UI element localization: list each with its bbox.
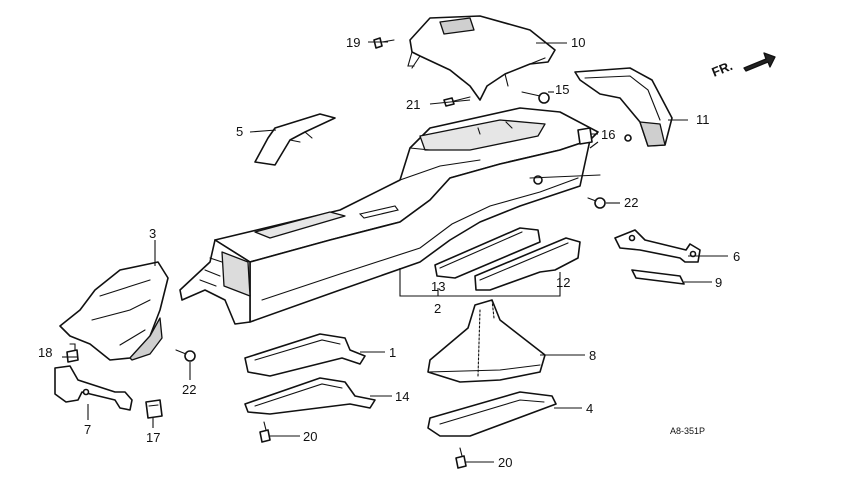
callout-21: 21 (406, 97, 420, 112)
callout-15: 15 (555, 82, 569, 97)
callout-17: 17 (146, 430, 160, 445)
callout-9: 9 (715, 275, 722, 290)
plate-9 (631, 269, 685, 285)
callout-3: 3 (149, 226, 156, 241)
armrest-lid (59, 261, 169, 361)
callout-16: 16 (601, 127, 615, 142)
bracket-7 (54, 365, 133, 411)
shift-boot (427, 299, 546, 383)
screw-22-left (175, 349, 196, 362)
grommet-15 (521, 91, 550, 104)
nut-18 (66, 343, 79, 363)
bracket-1 (244, 333, 366, 377)
callout-22-left: 22 (182, 382, 196, 397)
side-panel (574, 67, 673, 147)
callout-12: 12 (556, 275, 570, 290)
bolt-20-right (455, 447, 467, 469)
front-arrow-icon (743, 52, 776, 72)
figure-code: A8-351P (670, 426, 705, 436)
bracket-5 (254, 113, 336, 166)
callout-5: 5 (236, 124, 243, 139)
callout-7: 7 (84, 422, 91, 437)
callout-20-left: 20 (303, 429, 317, 444)
leader-lines (62, 41, 728, 463)
callout-2: 2 (434, 301, 441, 316)
front-direction-indicator: FR. (710, 52, 776, 80)
callout-22-right: 22 (624, 195, 638, 210)
callout-20-right: 20 (498, 455, 512, 470)
clip-17 (145, 399, 163, 419)
bracket-14 (244, 377, 376, 415)
callout-11: 11 (696, 112, 710, 127)
console-pad-12 (474, 237, 581, 291)
callout-8: 8 (589, 348, 596, 363)
callout-1: 1 (389, 345, 396, 360)
callout-13: 13 (431, 279, 445, 294)
bolt-20-left (259, 421, 271, 443)
callout-18: 18 (38, 345, 52, 360)
bracket-6 (614, 229, 701, 263)
callout-4: 4 (586, 401, 593, 416)
rear-console-cover (407, 15, 556, 101)
callout-6: 6 (733, 249, 740, 264)
clip-16 (577, 127, 593, 145)
tray-4 (427, 391, 557, 437)
callout-14: 14 (395, 389, 409, 404)
callout-10: 10 (571, 35, 585, 50)
bolt-19 (373, 37, 395, 49)
front-label: FR. (710, 58, 735, 80)
callout-numbers: 10 19 11 21 15 16 22 5 3 6 9 13 12 2 18 … (38, 35, 740, 470)
screw-22-right (587, 197, 606, 209)
main-console-body (179, 107, 601, 325)
callout-19: 19 (346, 35, 360, 50)
console-pad-13 (434, 227, 541, 279)
